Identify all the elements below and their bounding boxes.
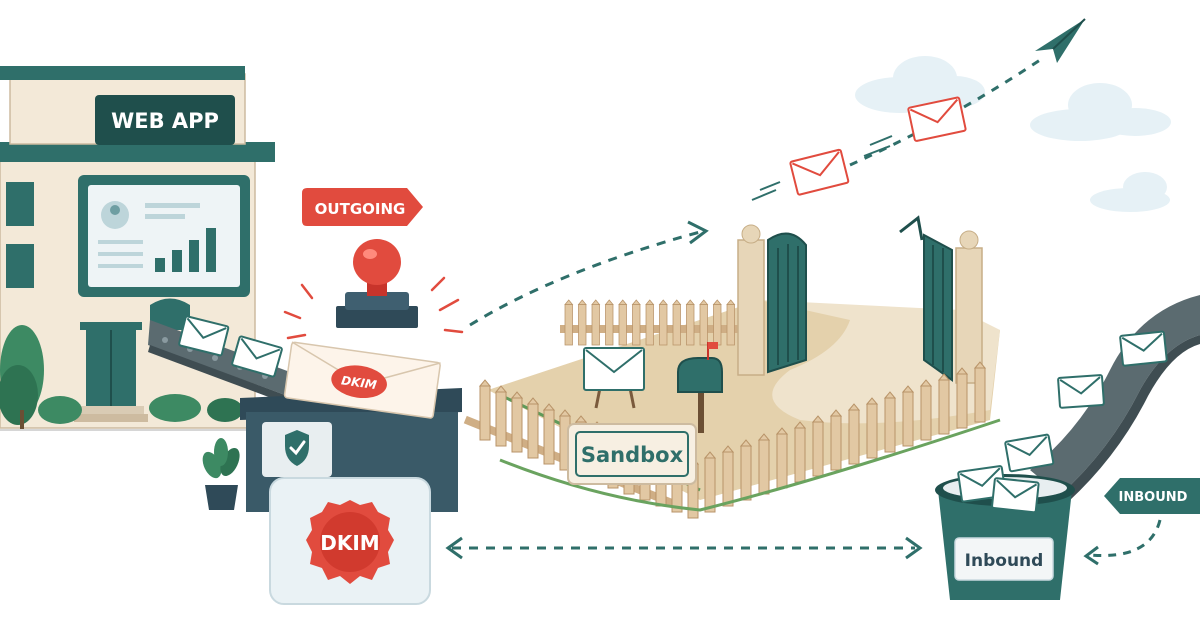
web-app-building-icon [0,66,275,429]
shield-check-icon [285,430,309,466]
stamp-spark [283,276,464,340]
cloud-icon [1090,172,1170,212]
cloud-icon [855,56,985,113]
paper-plane-icon [1035,18,1086,63]
gate [737,215,983,384]
cloud-icon [1030,83,1171,141]
potted-plant [202,438,240,510]
inbound-tag: INBOUND [1104,478,1200,514]
envelope-icon [1004,433,1055,473]
mailbox-icon [677,342,723,433]
sandbox-sign: Sandbox [567,423,697,485]
svg-text:DKIM: DKIM [320,531,379,555]
envelope-icon [1119,330,1168,367]
tree [0,325,243,430]
envelope-icon [583,347,645,409]
web-app-sign: WEB APP [111,109,219,133]
inbound-chute [1030,295,1200,502]
svg-text:OUTGOING: OUTGOING [315,200,406,218]
rubber-stamp-icon [336,239,418,328]
dkim-badge: DKIM [269,477,431,605]
inbound-bin: Inbound [935,464,1075,600]
envelope-icon [1057,373,1105,409]
svg-text:Inbound: Inbound [965,551,1044,571]
fence [560,299,750,346]
outgoing-tag: OUTGOING [302,188,423,226]
svg-text:Sandbox: Sandbox [581,443,684,467]
svg-text:DKIM: DKIM [340,373,377,392]
svg-text:INBOUND: INBOUND [1119,490,1188,505]
envelope-icon [789,148,850,196]
dkim-envelope: DKIM [283,341,441,419]
